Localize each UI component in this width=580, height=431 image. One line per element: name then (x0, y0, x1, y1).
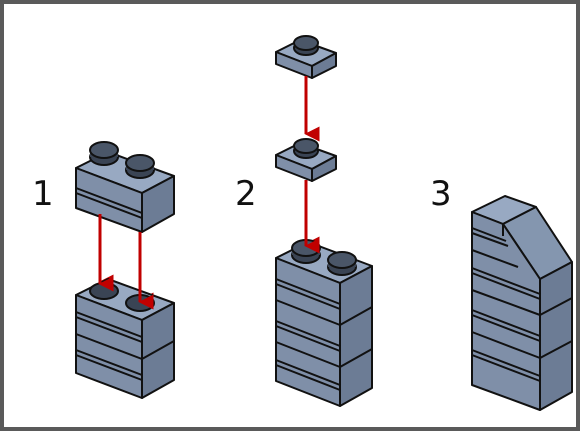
plate-1x1-icon (275, 35, 337, 79)
step-number-3: 3 (430, 174, 452, 214)
step-number-2: 2 (235, 174, 257, 214)
slope-brick-icon (471, 195, 573, 411)
brick-stack-icon (75, 278, 175, 399)
brick-stack-icon (275, 239, 373, 407)
step-number-1: 1 (32, 174, 54, 214)
instruction-diagram (75, 35, 573, 411)
brick-1x2-icon (75, 141, 175, 233)
plate-1x1-icon (275, 138, 337, 182)
